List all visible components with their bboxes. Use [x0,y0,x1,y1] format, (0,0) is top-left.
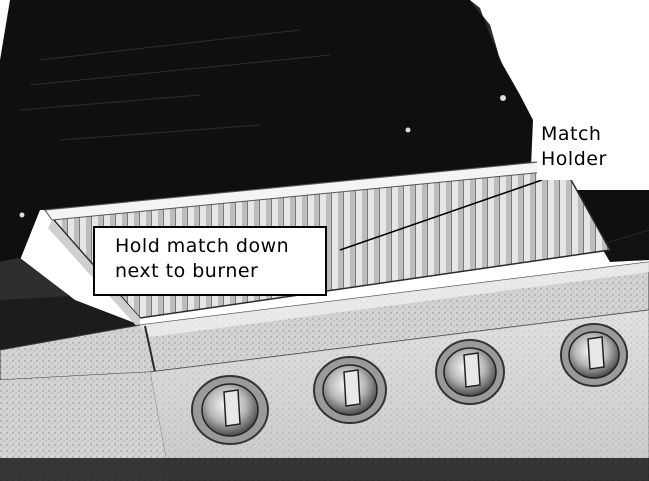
match-holder-leader [339,179,543,251]
control-panel-texture [150,310,649,481]
knob-2 [313,356,387,424]
rivet [19,212,25,218]
left-front-face [0,372,170,481]
right-side-area [600,230,649,262]
match-holder-label-line-1: Match [541,123,602,145]
knob-1 [191,375,269,445]
hood-texture [19,29,331,141]
rivet [500,95,506,101]
match-holder-callout: Match Holder [537,120,633,180]
panel-split [144,325,156,373]
match-holder-label-line-2: Holder [541,148,607,170]
rivet [405,127,411,133]
hold-match-label-line-1: Hold match down [115,235,290,257]
left-shelf-top [0,258,70,300]
rail-highlight [140,262,649,337]
hold-match-label-line-2: next to burner [115,260,259,282]
knob-4 [560,323,628,387]
knob-3 [435,339,505,405]
bottom-shadow [0,458,649,481]
hold-match-callout: Hold match down next to burner [93,226,327,296]
